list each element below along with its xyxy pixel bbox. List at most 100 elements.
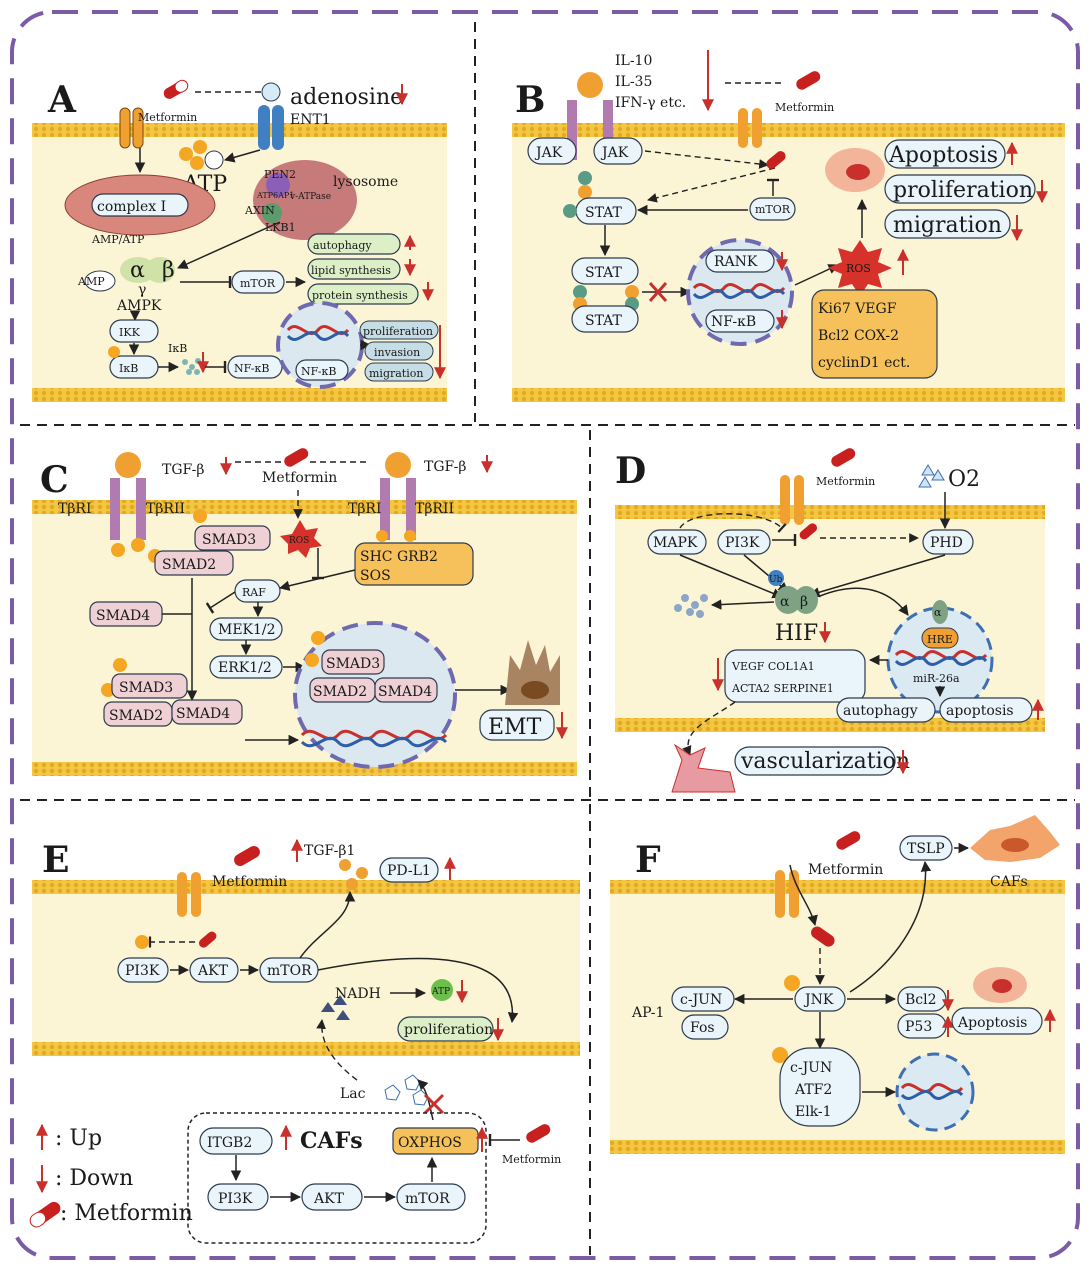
adenosine-label: adenosine — [290, 85, 403, 110]
p53-label: P53 — [905, 1019, 932, 1035]
transporter-f-icon — [775, 870, 799, 918]
metformin-label-e2: Metformin — [502, 1153, 561, 1166]
hif-alpha-nucleus: α — [934, 606, 942, 619]
panel-a: A Metformin adenosine ENT1 ATP complex I… — [32, 79, 447, 402]
mapk-label: MAPK — [653, 535, 698, 551]
smad2b-label: SMAD2 — [109, 708, 163, 724]
tgfb1-label: TGF-β1 — [304, 843, 355, 859]
fos-label: Fos — [690, 1020, 715, 1036]
ikb-label: IκB — [119, 362, 138, 375]
migration-label-b: migration — [893, 213, 1002, 238]
metformin-label-b: Metformin — [775, 101, 834, 114]
pi3k-label-d: PI3K — [725, 535, 760, 551]
genes-b-line3: cyclinD1 ect. — [818, 355, 910, 371]
blood-vessel-icon — [671, 743, 736, 793]
hif-label: HIF — [775, 621, 818, 646]
cjun-label: c-JUN — [680, 992, 722, 1008]
nfkb-label-a: NF-κB — [234, 362, 269, 375]
smad3n-label: SMAD3 — [326, 656, 380, 672]
ent1-transporter-icon — [258, 105, 284, 150]
metformin-pill-icon — [163, 79, 189, 99]
metformin-pill-icon-b2 — [766, 151, 786, 169]
smad4-label-c: SMAD4 — [96, 608, 150, 624]
mtor-label-a: mTOR — [240, 277, 276, 290]
atp-icon — [204, 150, 224, 170]
cytokine-ligand-icon — [577, 72, 603, 98]
mek-label: MEK1/2 — [218, 622, 276, 638]
legend-up-label: : Up — [55, 1126, 102, 1151]
smad3b-label: SMAD3 — [119, 680, 173, 696]
metformin-pill-icon-e3 — [526, 1124, 551, 1143]
lkb1-label: LKB1 — [265, 221, 296, 234]
apoptosis-label-f: Apoptosis — [957, 1015, 1027, 1031]
apoptosis-label-d: apoptosis — [946, 703, 1014, 719]
protein-label: protein synthesis — [312, 289, 408, 302]
ikb-label-2: IκB — [168, 342, 187, 355]
shc-line1: SHC GRB2 — [360, 549, 438, 565]
oct-transporter-icon — [119, 107, 144, 149]
metformin-pill-icon-d — [831, 448, 856, 467]
legend: : Up : Down : Metformin — [29, 1123, 193, 1228]
panel-f: F Metformin TSLP CAFs JNK c-JUN Fos AP-1 — [610, 815, 1065, 1154]
cafs-label-f: CAFs — [990, 874, 1028, 890]
mir26a-label: miR-26a — [913, 672, 960, 685]
genes-d-line2: ACTA2 SERPINE1 — [731, 682, 834, 695]
ros-burst-icon-c — [280, 520, 322, 558]
nfkb-label-a2: NF-κB — [301, 365, 336, 378]
panel-c: C TGF-β Metformin TGF-β TβRI TβRII TβRI … — [32, 448, 577, 776]
hif-alpha: α — [780, 594, 790, 610]
ub-label: Ub — [769, 575, 783, 585]
metformin-label-f: Metformin — [808, 862, 883, 878]
panel-d: D Metformin O2 MAPK PI3K PHD Ub — [615, 448, 1045, 793]
metformin-label-d: Metformin — [816, 475, 875, 488]
panel-e: E TGF-β1 PD-L1 Metformin PI3K AKT mTOR — [32, 838, 580, 1244]
raf-label: RAF — [242, 586, 266, 599]
pdl1-label: PD-L1 — [387, 863, 431, 879]
lipid-label: lipid synthesis — [311, 264, 391, 277]
smad4b-label: SMAD4 — [176, 706, 230, 722]
transporter-b-icon — [738, 108, 762, 148]
genes-d-line1: VEGF COL1A1 — [731, 660, 815, 673]
bcl2-label: Bcl2 — [905, 992, 937, 1008]
ifn-label: IFN-γ etc. — [615, 95, 686, 111]
degraded-hif-icon — [674, 594, 708, 618]
il10-label: IL-10 — [615, 53, 652, 69]
stat2-label: STAT — [585, 265, 623, 281]
panel-f-letter: F — [635, 839, 661, 881]
ros-label-b: ROS — [846, 262, 871, 275]
panel-b: B IL-10 IL-35 IFN-γ etc. Metformin JAK J… — [512, 50, 1065, 402]
oxphos-label: OXPHOS — [398, 1135, 462, 1151]
smad3-label-c: SMAD3 — [202, 532, 256, 548]
lactate-molecules-icon — [384, 1074, 429, 1106]
pi3k-label-e2: PI3K — [218, 1191, 253, 1207]
cjun2-label: c-JUN — [790, 1060, 832, 1076]
jak2-label: JAK — [600, 145, 629, 161]
akt-label-e: AKT — [197, 963, 229, 979]
legend-metformin-label: : Metformin — [60, 1201, 193, 1226]
panel-d-letter: D — [615, 450, 646, 492]
ros-burst-icon — [828, 240, 892, 296]
metformin-pill-icon-f2 — [811, 926, 835, 947]
complex1-label: complex I — [97, 199, 166, 215]
phd-label: PHD — [930, 535, 963, 551]
stat3-label: STAT — [585, 313, 623, 329]
tbr2-right-label: TβRII — [415, 501, 454, 517]
o2-molecules-icon — [918, 464, 945, 488]
tbr1-right-label: TβRI — [348, 501, 382, 517]
hif-beta: β — [800, 594, 808, 610]
pi3k-label-e: PI3K — [125, 963, 160, 979]
smad2n-label: SMAD2 — [313, 684, 367, 700]
genes-b-line1: Ki67 VEGF — [818, 301, 897, 317]
panel-a-letter: A — [47, 79, 77, 121]
metformin-pill-icon-e — [234, 846, 260, 866]
rank-label: RANK — [714, 254, 758, 270]
adenosine-icon — [261, 82, 281, 102]
atp6ap1-label: ATP6AP1 — [256, 191, 294, 200]
ampk-beta: β — [162, 258, 175, 283]
nadh-molecules-icon — [321, 995, 350, 1020]
tslp-label: TSLP — [907, 841, 945, 857]
migration-label-a: migration — [369, 367, 423, 380]
itgb2-label: ITGB2 — [207, 1135, 252, 1151]
erk-label: ERK1/2 — [218, 660, 272, 676]
panel-b-letter: B — [515, 79, 545, 121]
